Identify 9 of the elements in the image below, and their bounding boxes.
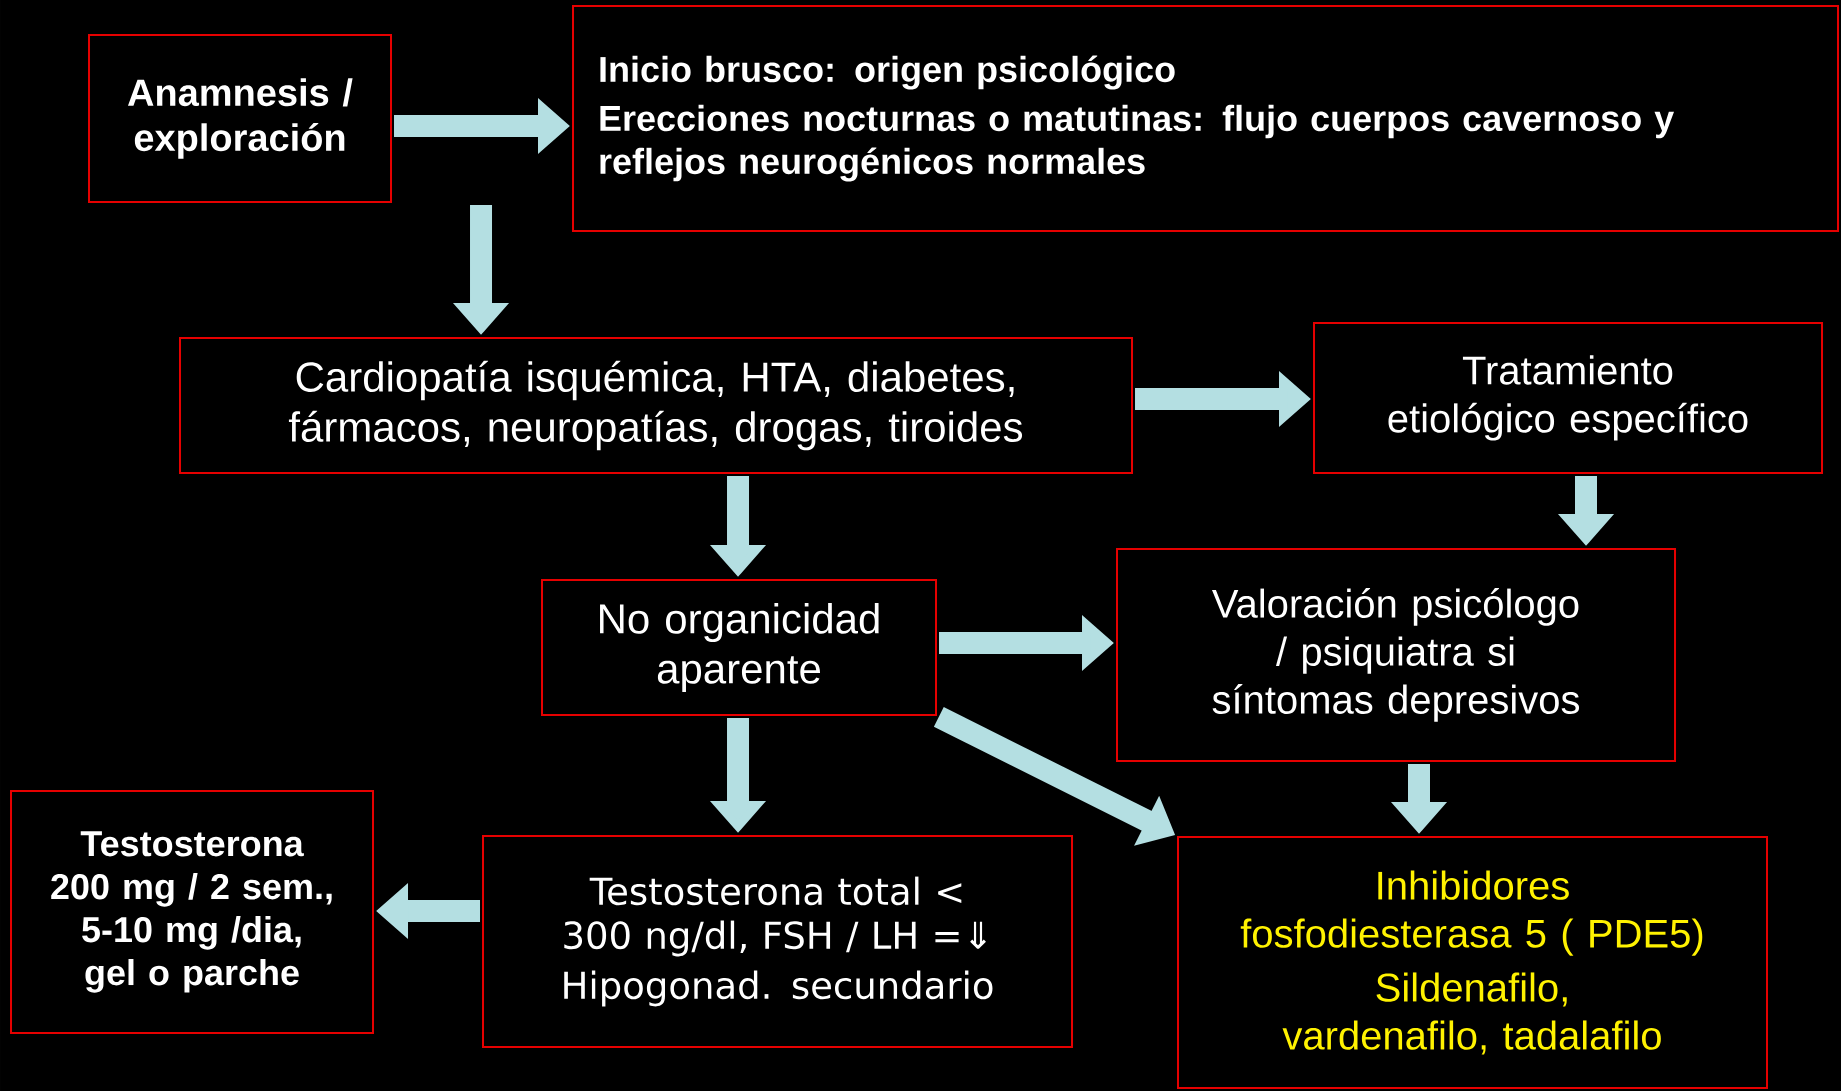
process-box: No organicidad aparente — [541, 579, 937, 716]
process-box: Cardiopatía isquémica, HTA, diabetes, fármacos, neuropatías, drogas, tiroides — [179, 337, 1133, 474]
process-box: Testosterona 200 mg / 2 sem., 5-10 mg /dia, gel o parche — [10, 790, 374, 1034]
process-box: Inhibidores fosfodiesterasa 5 ( PDE5) Sildenafilo, vardenafilo, tadalafilo — [1177, 836, 1768, 1089]
process-box: Testosterona total < 300 ng/dl, FSH / LH =⇓ Hipogonad. secundario — [482, 835, 1073, 1048]
process-box: Valoración psicólogo / psiquiatra si síntomas depresivos — [1116, 548, 1676, 762]
process-box: Tratamiento etiológico específico — [1313, 322, 1823, 474]
process-box: Inicio brusco: origen psicológico Erecciones nocturnas o matutinas: flujo cuerpos cavernoso y reflejos neurogénicos normales — [572, 5, 1839, 232]
process-box: Anamnesis / exploración — [88, 34, 392, 203]
